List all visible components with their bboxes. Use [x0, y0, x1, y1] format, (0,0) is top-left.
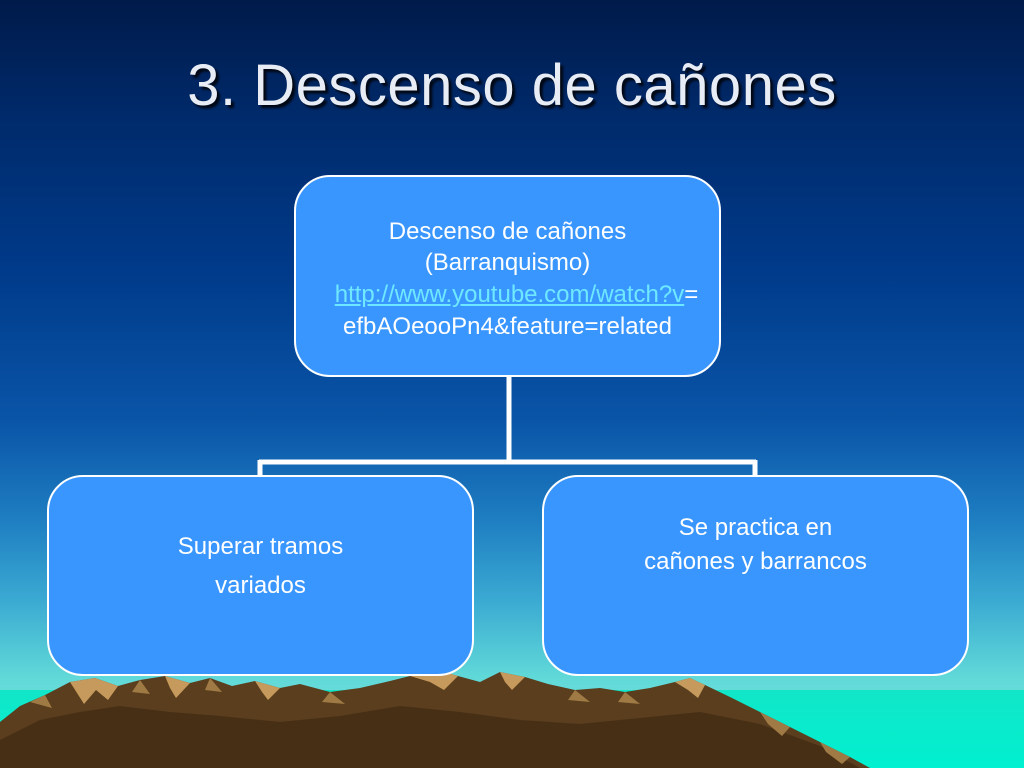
left-node-line2: variados: [215, 571, 306, 599]
root-node-link-line: http://www.youtube.com/watch?v=: [335, 279, 699, 311]
youtube-link[interactable]: http://www.youtube.com/watch?v: [334, 281, 685, 308]
diagram-child-node-left: Superar tramos variados: [47, 475, 474, 676]
diagram-root-node: Descenso de cañones (Barranquismo) http:…: [294, 175, 721, 377]
left-node-line1: Superar tramos: [177, 533, 344, 561]
slide-title: 3. Descenso de cañones: [187, 53, 837, 118]
diagram-child-node-right: Se practica en cañones y barrancos: [542, 475, 969, 676]
right-node-line1: Se practica en: [678, 514, 833, 542]
root-node-line1: Descenso de cañones: [388, 217, 627, 245]
link-suffix: =: [684, 281, 699, 308]
right-node-line2: cañones y barrancos: [644, 547, 867, 575]
root-node-line2: (Barranquismo): [424, 249, 591, 277]
root-node-line4: efbAOeooPn4&feature=related: [343, 312, 672, 340]
